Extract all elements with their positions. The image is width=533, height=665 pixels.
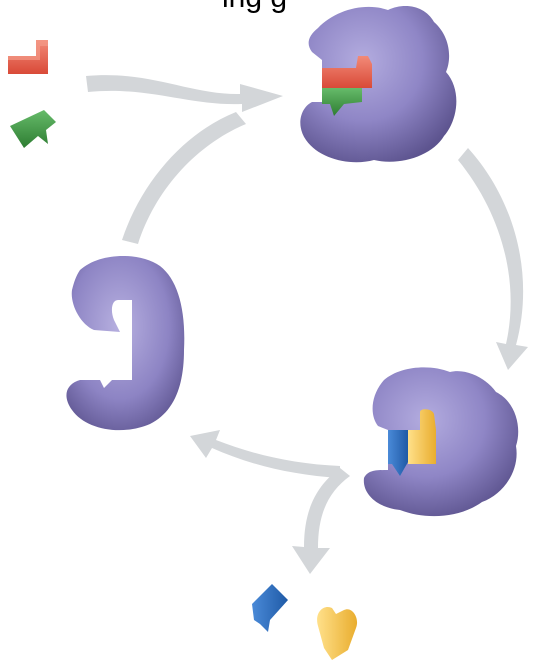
product-yellow-icon — [317, 606, 358, 660]
substrate-green-icon — [10, 110, 56, 148]
product-release-arrow — [292, 468, 350, 574]
enzyme-recycle-arrow — [122, 112, 246, 244]
free-enzyme — [66, 255, 185, 431]
enzyme-release-arrow — [190, 430, 340, 478]
cropped-caption: ing g — [0, 0, 533, 14]
product-blue-icon — [252, 584, 288, 632]
catalysis-arrow — [458, 148, 528, 370]
cropped-caption-text: ing g — [222, 0, 287, 14]
substrate-red-icon — [8, 40, 48, 74]
cycle-arrows — [86, 75, 528, 574]
enzyme-product-complex — [363, 367, 519, 517]
substrate-entry-arrow — [86, 75, 283, 112]
enzyme-substrate-complex — [300, 6, 457, 163]
